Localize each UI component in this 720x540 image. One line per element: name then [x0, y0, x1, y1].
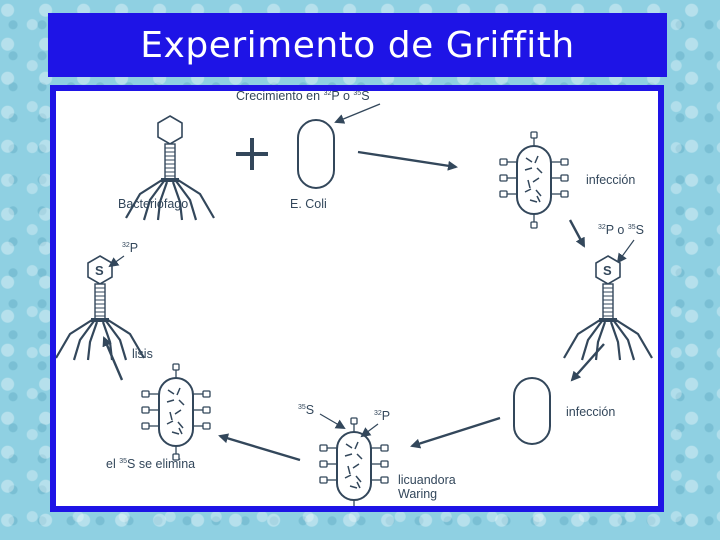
empty-cell-icon — [513, 377, 551, 445]
infection-label-bottom: infección — [566, 405, 615, 419]
isotope-pointer-right — [616, 239, 635, 264]
arrow-to-labeled-phage — [568, 219, 586, 248]
growth-pointer-arrow — [334, 103, 381, 124]
diagram-frame: Crecimiento en 32P o 35S Bacteriófago E.… — [50, 85, 664, 512]
infected-cell-top-icon — [499, 131, 569, 229]
p-label-left: 32P — [122, 241, 138, 255]
arrow-to-second-infection — [570, 343, 605, 382]
growth-label: Crecimiento en 32P o 35S — [236, 91, 370, 103]
isotope-label-right: 32P o 35S — [598, 223, 644, 237]
title-bar: Experimento de Griffith — [48, 13, 667, 77]
bacteriophage-label: Bacteriófago — [118, 197, 188, 211]
p-pointer-left — [108, 255, 125, 268]
arrow-to-removal — [218, 433, 301, 462]
svg-text:S: S — [95, 263, 104, 278]
arrow-lysis — [102, 336, 124, 381]
s-pointer — [319, 413, 346, 430]
ecoli-label: E. Coli — [290, 197, 327, 211]
labeled-phage-left-icon: S — [56, 254, 146, 362]
plus-icon — [236, 138, 268, 170]
infection-label-top: infección — [586, 173, 635, 187]
diagram-canvas: Crecimiento en 32P o 35S Bacteriófago E.… — [56, 91, 658, 506]
arrow-to-blender — [410, 416, 501, 449]
p-label-blender: 32P — [374, 409, 390, 423]
phage-cycle-diagram: Crecimiento en 32P o 35S Bacteriófago E.… — [56, 91, 654, 506]
svg-text:S: S — [603, 263, 612, 278]
arrow-to-infection — [357, 150, 458, 171]
blender-cell-icon — [319, 417, 389, 506]
infected-cell-bottom-icon — [141, 363, 211, 461]
s-label-blender: 35S — [298, 403, 314, 417]
s-removed-label: el 35S se elimina — [106, 457, 195, 471]
labeled-phage-right-icon: S — [562, 254, 654, 362]
slide-title: Experimento de Griffith — [140, 24, 575, 66]
p-pointer — [360, 423, 379, 438]
blender-label-line1: licuandora — [398, 473, 456, 487]
ecoli-cell-icon — [297, 119, 335, 189]
blender-label-line2: Waring — [398, 487, 437, 501]
